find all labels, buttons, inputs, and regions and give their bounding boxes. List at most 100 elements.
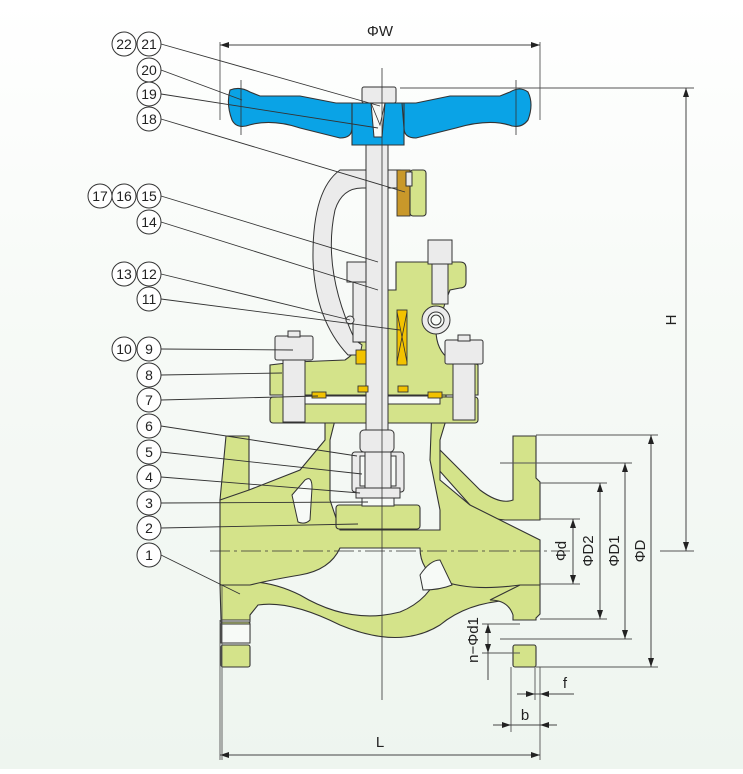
- svg-text:15: 15: [141, 188, 157, 204]
- part-bubble-9: 9: [136, 336, 162, 362]
- svg-text:11: 11: [142, 291, 157, 307]
- bolt-tip-right: [457, 334, 471, 342]
- packing-left: [355, 349, 367, 365]
- part-bubbles: 22 21 20 19 18 17 16 15 14 13 12 11 10 9…: [87, 31, 162, 568]
- packing-cross: [396, 311, 408, 363]
- dim-label-D: ΦD: [632, 539, 649, 562]
- disc-ring-4: [355, 487, 401, 499]
- dimension-W: ΦW: [219, 23, 541, 120]
- dimension-H: H: [400, 87, 694, 552]
- svg-text:20: 20: [141, 62, 157, 78]
- part-bubble-11: 11: [136, 286, 162, 312]
- part-bubble-3: 3: [136, 490, 162, 516]
- dimension-D2: ΦD2: [540, 482, 607, 620]
- part-bubble-21: 21: [136, 31, 162, 57]
- part-bubble-16: 16: [111, 183, 137, 209]
- left-bolt-gap: [220, 619, 251, 623]
- stem: [359, 99, 395, 453]
- svg-text:1: 1: [145, 547, 153, 563]
- bolt-nut-right: [444, 339, 484, 365]
- svg-text:13: 13: [116, 266, 132, 282]
- svg-text:5: 5: [145, 444, 153, 460]
- dimension-nd1: n−Φd1: [465, 617, 520, 680]
- dimension-D: ΦD: [536, 434, 658, 668]
- svg-text:3: 3: [145, 495, 153, 511]
- dimension-d: Φd: [540, 518, 580, 585]
- part-bubble-6: 6: [136, 413, 162, 439]
- part-bubble-1: 1: [136, 542, 162, 568]
- part-bubble-19: 19: [136, 81, 162, 107]
- yoke-bushing-holder: [409, 169, 427, 217]
- part-bubble-18: 18: [136, 106, 162, 132]
- stem-collar: [359, 429, 395, 453]
- dimension-L: L: [219, 620, 540, 760]
- backseat-right: [397, 385, 409, 393]
- leader-lines: [160, 43, 406, 595]
- eye-bolt-ring-core: [430, 314, 442, 326]
- disc-2: [335, 504, 421, 530]
- svg-text:12: 12: [141, 266, 157, 282]
- part-bubble-4: 4: [136, 464, 162, 490]
- svg-text:17: 17: [92, 188, 108, 204]
- part-bubble-13: 13: [111, 261, 137, 287]
- dim-label-D2: ΦD2: [580, 535, 597, 566]
- svg-text:9: 9: [145, 341, 153, 357]
- backseat-left: [357, 385, 369, 393]
- part-bubble-8: 8: [136, 362, 162, 388]
- bonnet-bolt-left: [274, 330, 314, 423]
- yoke-arm: [312, 169, 401, 356]
- dimension-D1: ΦD1: [500, 462, 632, 640]
- disc-assembly: [335, 451, 421, 530]
- bonnet-bolt-right: [444, 334, 484, 421]
- right-flange-lower: [489, 584, 541, 621]
- part-bubble-22: 22: [111, 31, 137, 57]
- dim-label-d: Φd: [553, 541, 570, 561]
- left-bolt-slot: [220, 623, 251, 644]
- part-bubble-5: 5: [136, 439, 162, 465]
- part-bubble-15: 15: [136, 183, 162, 209]
- eye-bolt-shank: [431, 263, 449, 305]
- svg-text:14: 14: [141, 214, 157, 230]
- set-screw: [405, 171, 413, 187]
- bolt-shank-right: [452, 363, 476, 421]
- svg-text:16: 16: [116, 188, 132, 204]
- dim-label-f: f: [563, 675, 568, 692]
- bolt-nut-left: [274, 335, 314, 361]
- handwheel-nut: [361, 86, 397, 138]
- svg-text:21: 21: [141, 36, 157, 52]
- dim-label-b: b: [521, 707, 529, 724]
- right-rib-window: [419, 559, 453, 591]
- svg-text:8: 8: [145, 367, 153, 383]
- eye-bolt: [421, 239, 453, 335]
- svg-text:7: 7: [145, 392, 153, 408]
- gasket-right: [427, 391, 443, 399]
- part-bubble-7: 7: [136, 387, 162, 413]
- part-bubble-17: 17: [87, 183, 113, 209]
- part-bubble-10: 10: [111, 336, 137, 362]
- gasket-left: [311, 391, 327, 399]
- part-bubble-14: 14: [136, 209, 162, 235]
- dimension-b: b: [493, 667, 557, 732]
- svg-text:19: 19: [141, 86, 157, 102]
- part-bubble-20: 20: [136, 57, 162, 83]
- dim-label-L: L: [376, 734, 384, 751]
- part-bubble-2: 2: [136, 515, 162, 541]
- bolt-tip-left: [287, 330, 301, 338]
- svg-text:2: 2: [145, 520, 153, 536]
- right-flange-bottom: [512, 644, 537, 668]
- dimension-f: f: [517, 667, 574, 760]
- eye-bolt-nut: [427, 239, 453, 265]
- svg-text:4: 4: [145, 469, 153, 485]
- svg-text:6: 6: [145, 418, 153, 434]
- svg-text:10: 10: [116, 341, 132, 357]
- stem-shaft: [365, 99, 389, 431]
- handwheel-key-lines: [370, 102, 386, 127]
- left-flange-bottom: [220, 644, 251, 668]
- dim-label-W: ΦW: [367, 23, 394, 40]
- dim-label-H: H: [663, 315, 680, 326]
- bolt-shank-left: [282, 359, 306, 423]
- handwheel-nut-body: [361, 86, 397, 104]
- part-bubble-12: 12: [136, 261, 162, 287]
